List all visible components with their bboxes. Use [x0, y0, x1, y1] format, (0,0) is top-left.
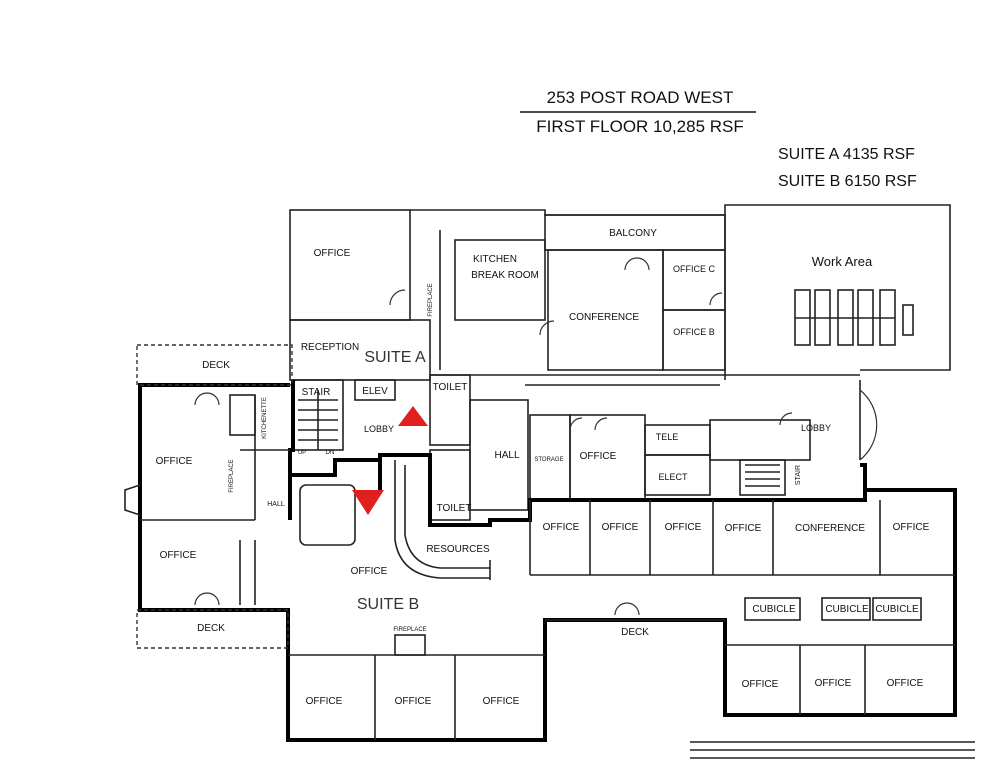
- suite-a-label: SUITE A: [364, 349, 426, 366]
- room-row-office-5: OFFICE: [893, 522, 930, 533]
- room-office-left-top: OFFICE: [156, 456, 193, 467]
- room-storage: STORAGE: [534, 457, 563, 463]
- room-fireplace-bottom: FIREPLACE: [393, 627, 426, 633]
- room-office-center: OFFICE: [351, 566, 388, 577]
- room-toilet-bottom: TOILET: [437, 503, 472, 514]
- room-work-area: Work Area: [812, 254, 873, 269]
- room-cubicle-2: CUBICLE: [825, 604, 869, 615]
- room-office-left-bottom: OFFICE: [160, 550, 197, 561]
- room-break-room: BREAK ROOM: [471, 270, 539, 281]
- office-row-walls: [529, 500, 955, 621]
- room-lobby-left: LOBBY: [364, 424, 394, 434]
- room-bottom-office-3: OFFICE: [483, 696, 520, 707]
- room-row-office-1: OFFICE: [543, 522, 580, 533]
- middle-walls: [529, 380, 878, 501]
- entrance-arrow-up-icon: [398, 406, 428, 426]
- deck-top-outline: [136, 344, 293, 386]
- room-office-mid: OFFICE: [580, 451, 617, 462]
- suite-a-area: SUITE A 4135 RSF: [778, 146, 915, 163]
- suite-a-walls: [289, 204, 951, 386]
- room-reception: RECEPTION: [301, 342, 359, 353]
- door-swings: [194, 257, 793, 616]
- room-elect: ELECT: [658, 472, 688, 482]
- stair-down-label: DN: [326, 450, 335, 456]
- room-bottom-office-1: OFFICE: [306, 696, 343, 707]
- room-lobby-right: LOBBY: [801, 423, 831, 433]
- room-elev: ELEV: [362, 386, 388, 397]
- room-kitchenette: KITCHENETTE: [262, 397, 268, 439]
- room-resources: RESOURCES: [426, 544, 490, 555]
- room-fireplace-top: FIREPLACE: [428, 283, 434, 316]
- room-row-office-3: OFFICE: [665, 522, 702, 533]
- room-kitchen: KITCHEN: [473, 254, 517, 265]
- room-office-top-left: OFFICE: [314, 248, 351, 259]
- room-br-office-2: OFFICE: [815, 678, 852, 689]
- room-hall-center: HALL: [494, 450, 519, 461]
- exterior-steps: [690, 741, 975, 759]
- room-office-b: OFFICE B: [673, 327, 715, 337]
- room-stair-left: STAIR: [302, 387, 331, 398]
- room-hall-left: HALL: [267, 501, 285, 508]
- room-cubicle-1: CUBICLE: [752, 604, 796, 615]
- room-deck-left: DECK: [197, 623, 225, 634]
- room-br-office-3: OFFICE: [887, 678, 924, 689]
- room-conference-top: CONFERENCE: [569, 312, 639, 323]
- room-conference-bottom: CONFERENCE: [795, 523, 865, 534]
- suite-b-boundary: [138, 380, 957, 742]
- room-office-c: OFFICE C: [673, 264, 715, 274]
- building-address: 253 POST ROAD WEST: [547, 88, 734, 107]
- suite-b-area: SUITE B 6150 RSF: [778, 173, 917, 190]
- stair-up-label: UP: [298, 450, 306, 456]
- room-bottom-office-2: OFFICE: [395, 696, 432, 707]
- room-deck-bottom: DECK: [621, 627, 649, 638]
- left-wing-walls: [124, 394, 290, 605]
- suite-b-label: SUITE B: [357, 596, 419, 613]
- room-cubicle-3: CUBICLE: [875, 604, 919, 615]
- room-balcony: BALCONY: [609, 228, 657, 239]
- room-stair-right: STAIR: [795, 465, 802, 485]
- entrance-arrow-down-icon: [352, 490, 384, 515]
- floor-area: FIRST FLOOR 10,285 RSF: [536, 117, 744, 136]
- workstations: [794, 289, 914, 346]
- room-br-office-1: OFFICE: [742, 679, 779, 690]
- resources-walls: [299, 460, 491, 580]
- room-row-office-4: OFFICE: [725, 523, 762, 534]
- room-fireplace-left: FIREPLACE: [229, 459, 235, 492]
- room-tele: TELE: [656, 432, 679, 442]
- room-row-office-2: OFFICE: [602, 522, 639, 533]
- room-deck-top: DECK: [202, 360, 230, 371]
- room-toilet-top: TOILET: [433, 382, 468, 393]
- bottom-office-walls: [288, 597, 955, 740]
- deck-left-outline: [136, 609, 289, 649]
